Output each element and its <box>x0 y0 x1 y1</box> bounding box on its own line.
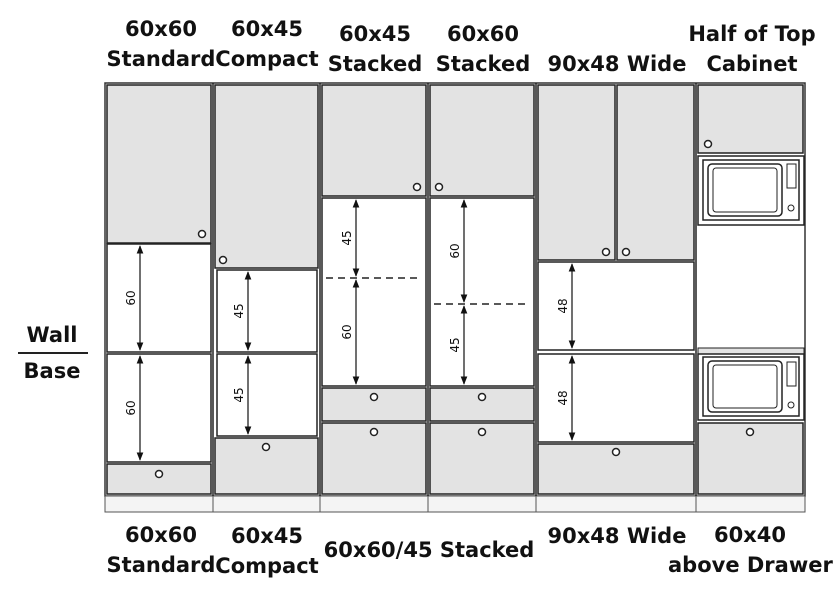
oven-space-bottom <box>216 353 318 437</box>
column-60x60-standard <box>106 84 212 495</box>
drawer <box>697 422 804 495</box>
dim-label: 45 <box>232 387 246 402</box>
top-label-60x45-compact: 60x45 Compact <box>212 14 322 74</box>
top-label-90x48-wide: 90x48 Wide <box>538 49 696 79</box>
microwave-upper <box>697 155 805 226</box>
column-60x60-stacked <box>429 84 535 495</box>
label-line: 90x48 Wide <box>547 52 687 76</box>
dim-label: 60 <box>124 400 138 415</box>
knob <box>477 427 487 437</box>
half-top-cabinet-door <box>697 84 804 154</box>
label-line: Stacked <box>435 52 531 76</box>
knob <box>621 247 631 257</box>
top-cabinet-door-left <box>537 84 616 261</box>
label-line: Compact <box>215 554 319 578</box>
top-label-60x45-stacked: 60x45 Stacked <box>320 19 430 79</box>
dim-label: 48 <box>556 298 570 313</box>
knob <box>745 427 755 437</box>
knob <box>477 392 487 402</box>
knob <box>601 247 611 257</box>
side-label-base: Base <box>23 359 81 383</box>
oven-space-top <box>216 269 318 353</box>
dimension-arrows <box>136 199 576 461</box>
dim-label: 60 <box>340 324 354 339</box>
bottom-label-90x48-wide: 90x48 Wide <box>538 521 696 551</box>
top-cabinet-door <box>106 84 212 244</box>
label-line: Standard <box>106 553 216 577</box>
label-line: Half of Top <box>688 22 816 46</box>
microwave-lower <box>697 353 805 421</box>
label-line: 60x45 <box>339 22 411 46</box>
label-line: 60x40 <box>714 523 786 547</box>
dim-label: 45 <box>232 303 246 318</box>
label-line: Standard <box>106 47 216 71</box>
label-line: 60x60 <box>125 523 197 547</box>
top-cabinet-door <box>429 84 535 197</box>
column-microwave <box>697 84 805 495</box>
top-cabinet-door-right <box>616 84 695 261</box>
label-line: Cabinet <box>706 52 798 76</box>
label-line: above Drawer <box>668 553 833 577</box>
label-line: 60x60 <box>447 22 519 46</box>
bottom-label-60x45-compact: 60x45 Compact <box>212 521 322 581</box>
knob <box>434 182 444 192</box>
dim-label: 60 <box>448 243 462 258</box>
bottom-label-60x60-45-stacked: 60x60/45 Stacked <box>320 535 538 565</box>
knob <box>261 442 271 452</box>
knob <box>412 182 422 192</box>
label-line: 60x45 <box>231 17 303 41</box>
oven-space-bottom <box>537 353 695 443</box>
side-divider <box>18 352 88 354</box>
column-60x45-stacked <box>321 84 427 495</box>
top-label-60x60-standard: 60x60 Standard <box>105 14 217 74</box>
top-cabinet-door <box>214 84 319 269</box>
oven-space-bottom <box>106 353 212 463</box>
oven-space <box>321 197 427 387</box>
oven-space <box>429 197 535 387</box>
knob <box>369 427 379 437</box>
bottom-label-60x40-above-drawer: 60x40 above Drawer <box>668 520 833 580</box>
label-line: Compact <box>215 47 319 71</box>
dim-label: 45 <box>340 230 354 245</box>
dim-label: 45 <box>448 337 462 352</box>
side-label-wall: Wall <box>26 323 78 347</box>
label-line: 60x60/45 Stacked <box>323 538 535 562</box>
column-60x45-compact <box>214 84 319 495</box>
knob <box>154 469 164 479</box>
knob <box>703 139 713 149</box>
bottom-label-60x60-standard: 60x60 Standard <box>105 520 217 580</box>
dim-label: 48 <box>556 390 570 405</box>
oven-space-top <box>106 243 212 353</box>
label-line: Stacked <box>327 52 423 76</box>
base-shelf <box>697 347 805 355</box>
knob <box>369 392 379 402</box>
knob <box>218 255 228 265</box>
label-line: 90x48 Wide <box>547 524 687 548</box>
label-line: 60x45 <box>231 524 303 548</box>
top-label-half-of-top-cabinet: Half of Top Cabinet <box>682 19 822 79</box>
drawer <box>106 463 212 495</box>
knob <box>197 229 207 239</box>
oven-space-top <box>537 261 695 351</box>
column-90x48-wide <box>537 84 695 495</box>
dim-label: 60 <box>124 290 138 305</box>
top-cabinet-door <box>321 84 427 197</box>
top-label-60x60-stacked: 60x60 Stacked <box>428 19 538 79</box>
plinth <box>104 495 806 513</box>
label-line: 60x60 <box>125 17 197 41</box>
knob <box>611 447 621 457</box>
